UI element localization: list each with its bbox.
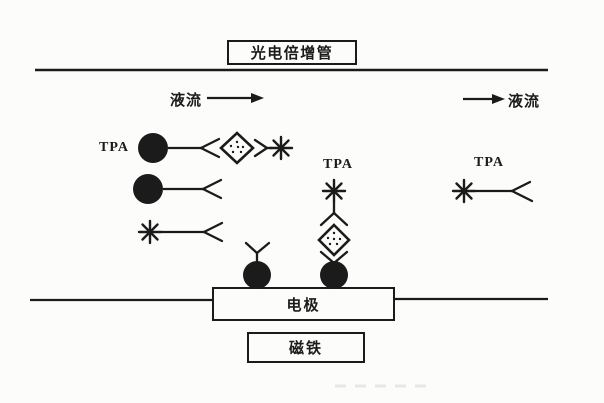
electrode-box: 电极 [212,287,395,321]
electrode-label: 电极 [286,296,321,314]
ecl-tag-asterisk-icon [321,178,347,204]
magnetic-bead-icon [243,261,271,289]
detection-antibody-icon [253,138,269,158]
tpa-label-left: TPA [99,140,129,155]
capture-antibody-icon [199,137,221,159]
magnetic-bead-icon [133,174,163,204]
ecl-tag-asterisk-icon [268,135,294,161]
bound-complex-on-electrode [317,178,351,289]
capture-bead-on-electrode [243,241,271,289]
flow-arrow-right-icon [463,94,505,104]
tpa-label-middle: TPA [323,157,353,172]
antigen-diamond-icon [219,131,255,165]
bead-antibody-fragment [133,174,223,204]
full-sandwich-complex [138,131,294,165]
tpa-label-right: TPA [474,155,504,170]
magnetic-bead-icon [138,133,168,163]
detection-antibody-icon [510,180,534,203]
capture-antibody-icon [319,250,349,265]
photomultiplier-box: 光电倍增管 [227,40,357,65]
detection-antibody-icon [202,221,224,243]
free-tag-complex [451,178,534,204]
antigen-diamond-icon [317,223,351,257]
photomultiplier-label: 光电倍增管 [250,45,334,62]
magnetic-bead-icon [320,261,348,289]
capture-antibody-icon [244,241,271,263]
flow-arrow-left-icon [207,93,264,103]
ecl-tag-asterisk-icon [451,178,477,204]
flow-right-label: 液流 [508,93,541,110]
tag-antibody-fragment [137,219,224,245]
flow-left-label: 液流 [170,92,203,109]
capture-antibody-icon [201,178,223,200]
detection-antibody-icon [319,211,349,227]
ecl-tag-asterisk-icon [137,219,163,245]
magnet-label: 磁铁 [288,340,323,357]
magnet-box: 磁铁 [247,332,365,363]
